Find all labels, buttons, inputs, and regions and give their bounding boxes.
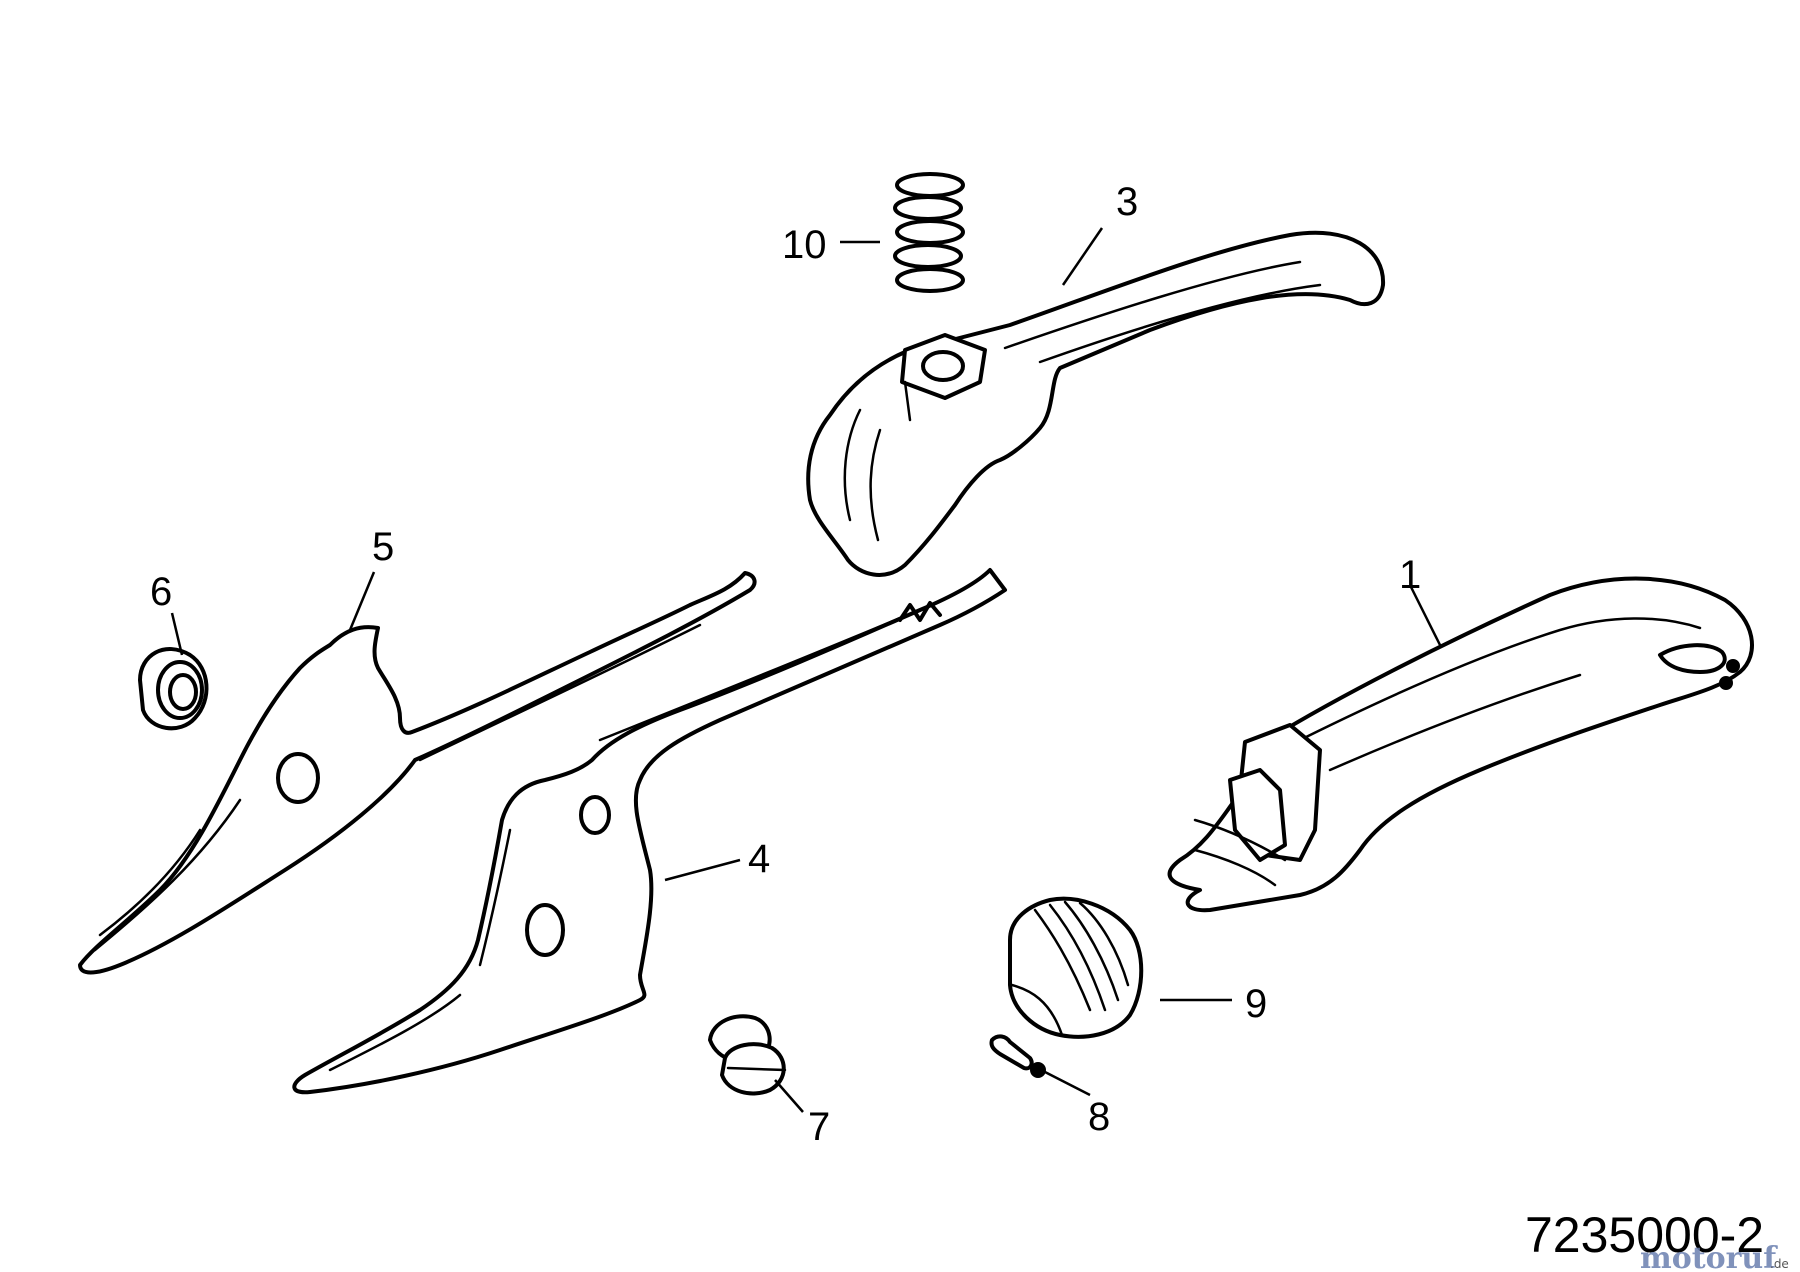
part-4-lower-blade (292, 568, 1007, 1095)
drawing-number: 7235000-2 (1525, 1207, 1764, 1263)
leader-6 (170, 612, 184, 656)
watermark-tld: .de (1770, 1257, 1789, 1271)
leader-5 (348, 571, 376, 631)
callout-9: 9 (1245, 982, 1267, 1026)
callout-1: 1 (1399, 553, 1421, 597)
watermark-brand: motoruf (1640, 1241, 1778, 1272)
leader-3 (1061, 227, 1104, 286)
callout-3: 3 (1116, 180, 1138, 224)
leader-4 (664, 858, 741, 882)
leader-1 (1408, 584, 1442, 646)
part-5-upper-blade (78, 571, 757, 975)
callout-4: 4 (748, 837, 770, 881)
part-6-bushing (138, 647, 209, 731)
leader-8 (1044, 1070, 1091, 1097)
callout-10: 10 (782, 223, 827, 267)
callout-labels: 10 3 5 6 1 4 9 7 8 (150, 180, 1421, 1149)
part-8-pin (989, 1034, 1046, 1078)
callout-5: 5 (372, 525, 394, 569)
part-1-lower-handle (1167, 576, 1754, 913)
part-9-catch (1008, 896, 1144, 1039)
watermark: motoruf .de (1640, 1241, 1789, 1272)
part-7-screw (708, 1014, 787, 1096)
callout-6: 6 (150, 570, 172, 614)
leader-7 (774, 1079, 804, 1113)
part-3-upper-handle (806, 230, 1386, 577)
callout-8: 8 (1088, 1095, 1110, 1139)
part-10-spring (893, 172, 965, 293)
callout-7: 7 (808, 1105, 830, 1149)
leader-lines (170, 227, 1442, 1113)
